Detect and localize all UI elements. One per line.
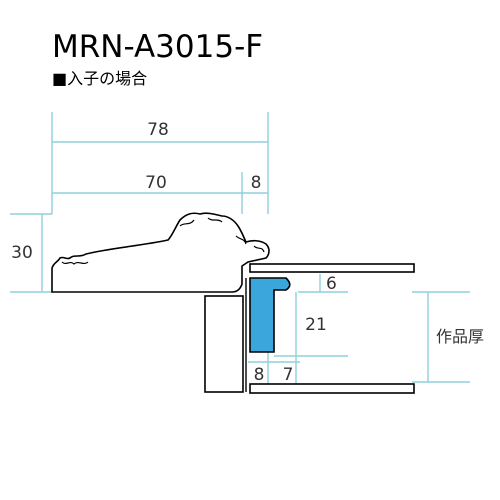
- dim-bottom-b: 7: [283, 365, 294, 385]
- subtitle: ■入子の場合: [52, 69, 147, 88]
- dim-work-thickness: 作品厚: [436, 327, 484, 346]
- model-title: MRN-A3015-F: [52, 29, 263, 65]
- dim-total-width: 78: [147, 120, 169, 140]
- back-rail: [204, 295, 244, 393]
- dim-insert-height: 21: [305, 315, 327, 335]
- frame-moulding-profile: [51, 212, 270, 293]
- top-panel: [249, 263, 415, 273]
- bottom-panel: [249, 383, 415, 394]
- dim-height: 30: [11, 243, 33, 263]
- moulding-texture: [61, 217, 265, 265]
- insert-profile: [249, 277, 291, 353]
- dim-width-a: 70: [145, 173, 167, 193]
- dimension-lines: [10, 112, 470, 386]
- dim-rabbet-depth: 6: [326, 274, 337, 294]
- dim-width-b: 8: [251, 173, 262, 193]
- dim-bottom-a: 8: [254, 365, 265, 385]
